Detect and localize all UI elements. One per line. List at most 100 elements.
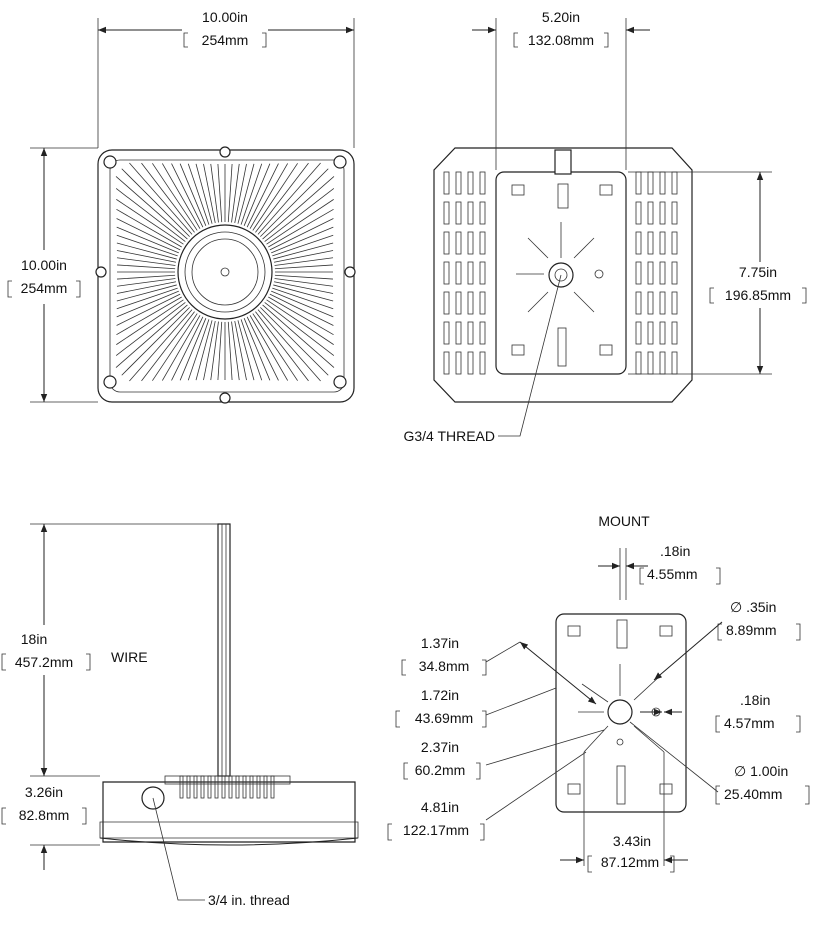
mount-slot-in: .18in xyxy=(660,543,690,559)
mount-side-slot-mm: 4.57mm xyxy=(724,715,775,731)
heatsink-hub-ring xyxy=(184,231,266,313)
vent-slot xyxy=(671,201,678,225)
vent-slot xyxy=(479,261,486,285)
heatsink-fin xyxy=(257,162,321,235)
vent-slot xyxy=(659,201,666,225)
side-fin xyxy=(193,775,198,799)
mount-d3-in: 2.37in xyxy=(421,739,459,755)
vent-slot xyxy=(443,321,450,345)
vent-slot xyxy=(479,351,486,375)
vent-slot xyxy=(659,261,666,285)
heatsink-fin xyxy=(234,320,247,381)
top-width-mm: 254mm xyxy=(202,32,249,48)
mount-d2-in: 1.72in xyxy=(421,687,459,703)
heatsink-fin xyxy=(252,313,298,381)
side-fin xyxy=(228,775,233,799)
mount-plate-slot xyxy=(557,183,569,209)
heatsink-fin xyxy=(255,311,309,382)
side-thread-label: 3/4 in. thread xyxy=(208,892,290,908)
heatsink-fin xyxy=(264,302,335,356)
mount-center-mm: 25.40mm xyxy=(724,786,782,802)
heatsink-fin xyxy=(115,176,188,240)
g34-callout-leader xyxy=(498,274,562,437)
back-height-in: 7.75in xyxy=(739,264,777,280)
heatsink-fin xyxy=(243,163,271,226)
side-fin xyxy=(186,775,191,799)
vent-slot xyxy=(647,201,654,225)
heatsink-fin xyxy=(264,188,335,242)
side-fin xyxy=(263,775,268,799)
mount-d4-in: 4.81in xyxy=(421,799,459,815)
heatsink-hub-inner xyxy=(191,238,259,306)
heatsink-fin xyxy=(171,316,204,381)
plate-square-hole xyxy=(599,344,613,356)
heatsink-fin xyxy=(116,208,182,248)
top-view: 10.00in 254mm 10.00in 254mm xyxy=(7,9,356,404)
heatsink-fin xyxy=(257,309,321,382)
wire-gland xyxy=(554,149,572,175)
heatsink-fin xyxy=(210,321,219,381)
vent-slot xyxy=(479,171,486,195)
back-height-mm: 196.85mm xyxy=(725,287,791,303)
mount-d1-mm: 34.8mm xyxy=(419,658,470,674)
heatsink-fin xyxy=(203,320,216,381)
heatsink-hub-center xyxy=(220,267,230,277)
heatsink-fin xyxy=(274,274,334,280)
vent-slot xyxy=(443,351,450,375)
wire-length-in: 18in xyxy=(21,631,47,647)
heatsink-fin xyxy=(179,318,207,381)
vent-slot xyxy=(443,201,450,225)
heatsink-fin xyxy=(116,299,184,345)
heatsink-fin xyxy=(116,264,176,270)
mount-width-mm: 87.12mm xyxy=(601,854,659,870)
heatsink-fin xyxy=(268,208,334,248)
vent-slot xyxy=(455,351,462,375)
side-view: 3/4 in. thread WIRE 18in 457.2mm 3.26in … xyxy=(1,523,359,908)
heatsink-fin xyxy=(240,319,263,381)
heatsink-fin xyxy=(129,162,193,235)
heatsink-fin xyxy=(141,162,195,233)
heatsink-fin xyxy=(231,321,240,381)
heatsink-fin xyxy=(271,226,334,254)
mount-width-in: 3.43in xyxy=(613,833,651,849)
vent-slot xyxy=(443,261,450,285)
vent-slot xyxy=(659,291,666,315)
corner-screw xyxy=(103,375,117,389)
vent-slot xyxy=(635,261,642,285)
vent-slot xyxy=(443,231,450,255)
wire-length-mm: 457.2mm xyxy=(15,654,73,670)
side-fin xyxy=(270,775,275,799)
heatsink-fin xyxy=(262,176,335,240)
vent-slot xyxy=(635,291,642,315)
side-fin xyxy=(214,775,219,799)
vent-slot xyxy=(467,201,474,225)
heatsink-fin xyxy=(195,320,213,381)
heatsink-fin xyxy=(227,321,233,381)
heatsink-fins xyxy=(115,162,335,382)
heatsink-fin xyxy=(116,218,181,251)
back-width-in: 5.20in xyxy=(542,9,580,25)
heatsink-fin xyxy=(152,313,198,381)
heatsink-fin xyxy=(240,163,263,225)
heatsink-fin xyxy=(234,163,247,224)
vent-slot xyxy=(479,291,486,315)
heatsink-fin xyxy=(161,163,201,229)
mount-center-in: ∅ 1.00in xyxy=(734,763,788,779)
heatsink-fin xyxy=(217,163,223,223)
heatsink-fin xyxy=(195,163,213,224)
side-fin xyxy=(249,775,254,799)
vent-slot xyxy=(635,321,642,345)
vent-slot xyxy=(467,351,474,375)
side-heatsink-fins xyxy=(179,775,275,799)
side-fin xyxy=(200,775,205,799)
heatsink-fin xyxy=(116,278,176,287)
vent-slot xyxy=(647,261,654,285)
vent-slot xyxy=(455,291,462,315)
heatsink-fin xyxy=(116,296,182,336)
heatsink-fin xyxy=(116,257,176,266)
heatsink-fin xyxy=(268,296,334,336)
side-fin xyxy=(256,775,261,799)
edge-screw xyxy=(344,266,356,278)
heatsink-fin xyxy=(269,293,334,326)
side-fin xyxy=(242,775,247,799)
